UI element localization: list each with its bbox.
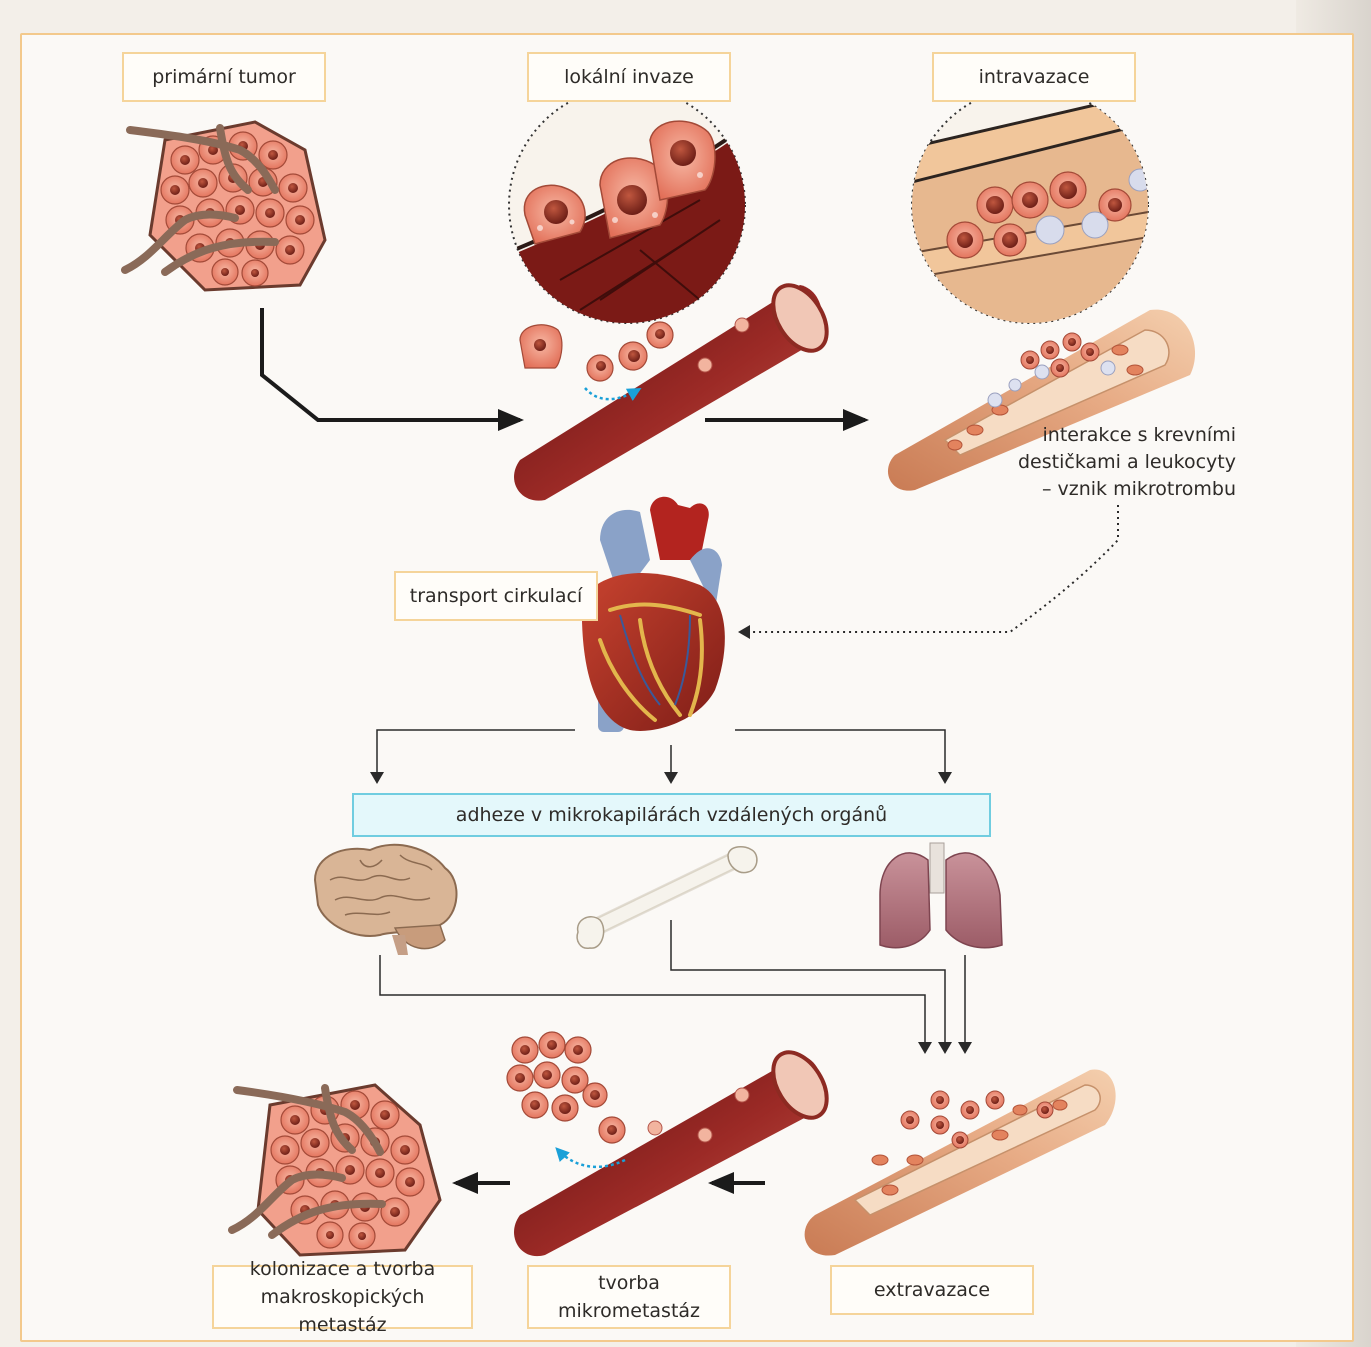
invasion-magnified-view (500, 87, 760, 340)
platelets-note-line-3: – vznik mikrotrombu (1000, 476, 1236, 503)
label-micrometastasis-line-2: mikrometastáz (558, 1297, 700, 1325)
label-intravasation: intravazace (932, 52, 1136, 102)
label-local-invasion-text: lokální invaze (564, 63, 694, 91)
brain-illustration (315, 845, 456, 955)
label-local-invasion: lokální invaze (527, 52, 731, 102)
heart-illustration (582, 497, 725, 732)
lungs-illustration (880, 843, 1002, 948)
label-extravasation: extravazace (830, 1265, 1034, 1315)
micrometastasis-vessel (507, 1032, 838, 1256)
label-primary-tumor: primární tumor (122, 52, 326, 102)
label-circulation: transport cirkulací (394, 571, 598, 621)
label-colonization-line-1: kolonizace a tvorba (250, 1255, 435, 1283)
platelets-note-line-2: destičkami a leukocyty (1000, 449, 1236, 476)
metastasis-tumor-illustration (232, 1085, 440, 1255)
label-intravasation-text: intravazace (979, 63, 1090, 91)
label-micrometastasis-line-1: tvorba (598, 1269, 660, 1297)
organs-to-extravasation-arrows (380, 920, 965, 1052)
label-circulation-text: transport cirkulací (410, 582, 582, 610)
label-adhesion-text: adheze v mikrokapilárách vzdálených orgá… (456, 804, 887, 826)
tumor-illustration (125, 122, 325, 290)
extravasation-vessel (805, 1070, 1116, 1256)
dotted-arrow-to-heart (740, 505, 1118, 632)
flow-arrow-1 (262, 308, 520, 420)
label-primary-tumor-text: primární tumor (152, 63, 296, 91)
bone-illustration (577, 847, 757, 949)
label-adhesion: adheze v mikrokapilárách vzdálených orgá… (352, 793, 991, 837)
heart-to-organs-arrows (377, 730, 945, 782)
label-colonization: kolonizace a tvorba makroskopických meta… (212, 1265, 473, 1329)
platelets-note: interakce s krevními destičkami a leukoc… (1000, 422, 1236, 503)
label-colonization-line-2: makroskopických metastáz (214, 1283, 471, 1339)
label-micrometastasis: tvorba mikrometastáz (527, 1265, 731, 1329)
intravasation-magnified-view (900, 87, 1160, 330)
platelets-note-line-1: interakce s krevními (1000, 422, 1236, 449)
label-extravasation-text: extravazace (874, 1276, 990, 1304)
